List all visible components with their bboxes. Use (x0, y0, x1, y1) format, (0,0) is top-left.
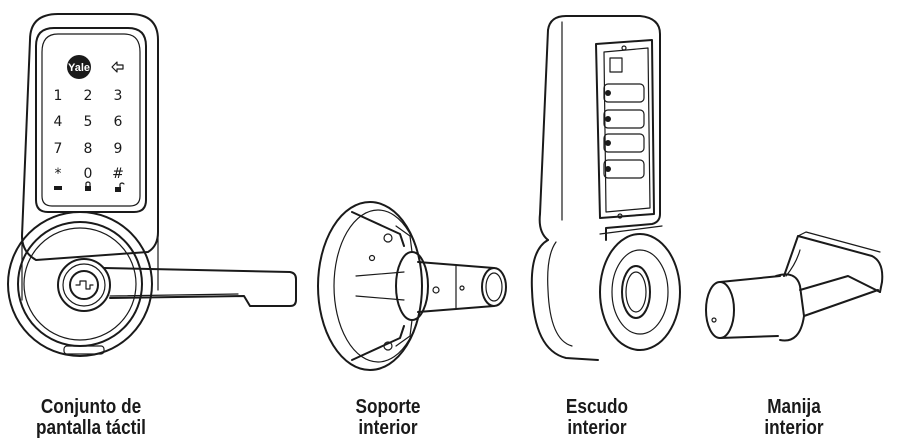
label-interior-support: Soporte interior (328, 397, 448, 439)
label-line: interior (567, 417, 627, 439)
key-0: 0 (84, 166, 93, 182)
key-star: * (55, 166, 62, 182)
interior-escutcheon (530, 15, 681, 361)
label-interior-handle: Manija interior (734, 397, 854, 439)
svg-text:Yale: Yale (68, 62, 90, 74)
key-8: 8 (84, 141, 93, 157)
battery-icon (54, 186, 62, 190)
keypad-keys: 1 2 3 4 5 6 7 8 9 * 0 # (54, 88, 124, 182)
label-touchscreen-assembly: Conjunto de pantalla táctil (9, 397, 172, 439)
yale-logo: Yale (67, 55, 91, 79)
battery-cells (603, 83, 645, 179)
touchscreen-assembly (7, 13, 297, 357)
label-line: Soporte (355, 396, 421, 418)
key-3: 3 (114, 88, 123, 104)
label-line: interior (358, 417, 418, 439)
label-line: Conjunto de (40, 396, 142, 418)
key-6: 6 (114, 114, 123, 130)
interior-handle (705, 231, 884, 342)
lock-icon (85, 181, 91, 191)
label-line: Manija (767, 396, 821, 418)
key-2: 2 (84, 88, 93, 104)
interior-support (317, 201, 507, 371)
key-9: 9 (114, 141, 123, 157)
key-1: 1 (54, 88, 63, 104)
unlock-icon (115, 182, 125, 192)
key-hash: # (112, 166, 124, 182)
back-arrow-icon (111, 61, 124, 73)
key-5: 5 (84, 114, 93, 130)
key-4: 4 (54, 114, 63, 130)
label-line: pantalla táctil (36, 417, 146, 439)
key-7: 7 (54, 141, 63, 157)
label-line: interior (764, 417, 824, 439)
label-interior-escutcheon: Escudo interior (537, 397, 657, 439)
label-line: Escudo (565, 396, 629, 418)
